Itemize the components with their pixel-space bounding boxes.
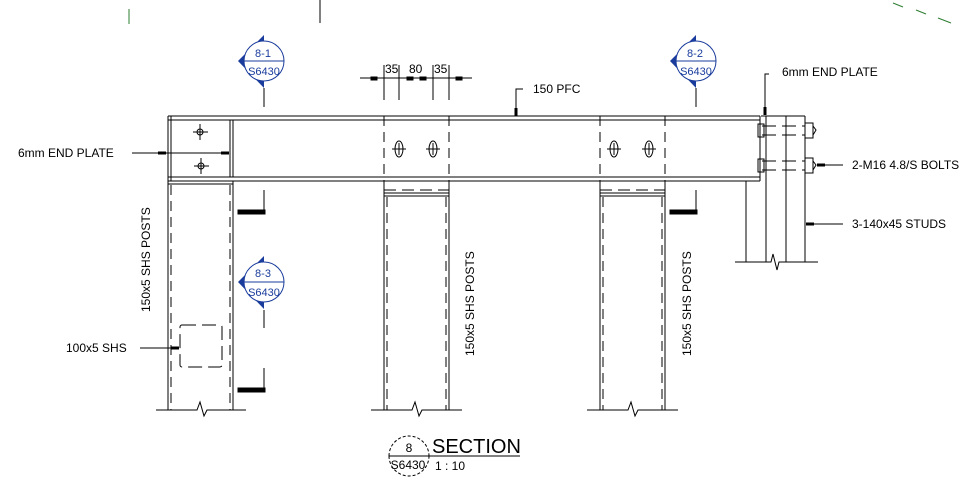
section-tag-id: 8-2 — [687, 48, 703, 60]
label-post-left: 150x5 SHS POSTS — [139, 207, 153, 312]
view-number: 8 — [406, 441, 413, 455]
view-title: 8 S6430 SECTION 1 : 10 — [388, 435, 521, 477]
pfc-beam — [167, 115, 760, 182]
end-plate-bolt-holes — [193, 124, 209, 174]
label-right-end-plate: 6mm END PLATE — [782, 65, 878, 79]
post-right — [587, 181, 678, 418]
post-middle — [371, 181, 462, 418]
label-150-pfc: 150 PFC — [533, 82, 581, 96]
dimension-35-right: 35 — [434, 62, 448, 76]
leader-lines — [132, 73, 843, 350]
label-post-right: 150x5 SHS POSTS — [680, 251, 694, 356]
dimension-80: 80 — [409, 62, 423, 76]
slotted-bolt-holes — [392, 140, 656, 158]
view-title-text: SECTION — [432, 436, 521, 458]
view-sheet: S6430 — [391, 458, 426, 472]
section-tag-sheet: S6430 — [248, 66, 280, 78]
section-tag-id: 8-3 — [255, 268, 271, 280]
section-tag-sheet: S6430 — [680, 66, 712, 78]
section-tag-8-2[interactable]: 8-2 S6430 — [670, 35, 717, 107]
dimension-string — [360, 65, 472, 100]
view-scale: 1 : 10 — [435, 459, 465, 473]
timber-studs — [735, 115, 818, 271]
label-100x5-shs: 100x5 SHS — [66, 341, 127, 355]
label-studs: 3-140x45 STUDS — [852, 217, 946, 231]
section-tag-8-3[interactable]: 8-3 S6430 — [238, 256, 285, 328]
section-tag-8-1[interactable]: 8-1 S6430 — [238, 35, 285, 107]
dimension-35-left: 35 — [385, 62, 399, 76]
section-tag-id: 8-1 — [255, 48, 271, 60]
post-left — [156, 181, 246, 418]
section-tag-sheet: S6430 — [248, 287, 280, 299]
label-bolts: 2-M16 4.8/S BOLTS — [852, 158, 959, 172]
section-cut-marks — [237, 190, 698, 393]
label-post-middle: 150x5 SHS POSTS — [463, 251, 477, 356]
label-left-end-plate: 6mm END PLATE — [18, 146, 114, 160]
construction-lines — [128, 0, 952, 24]
